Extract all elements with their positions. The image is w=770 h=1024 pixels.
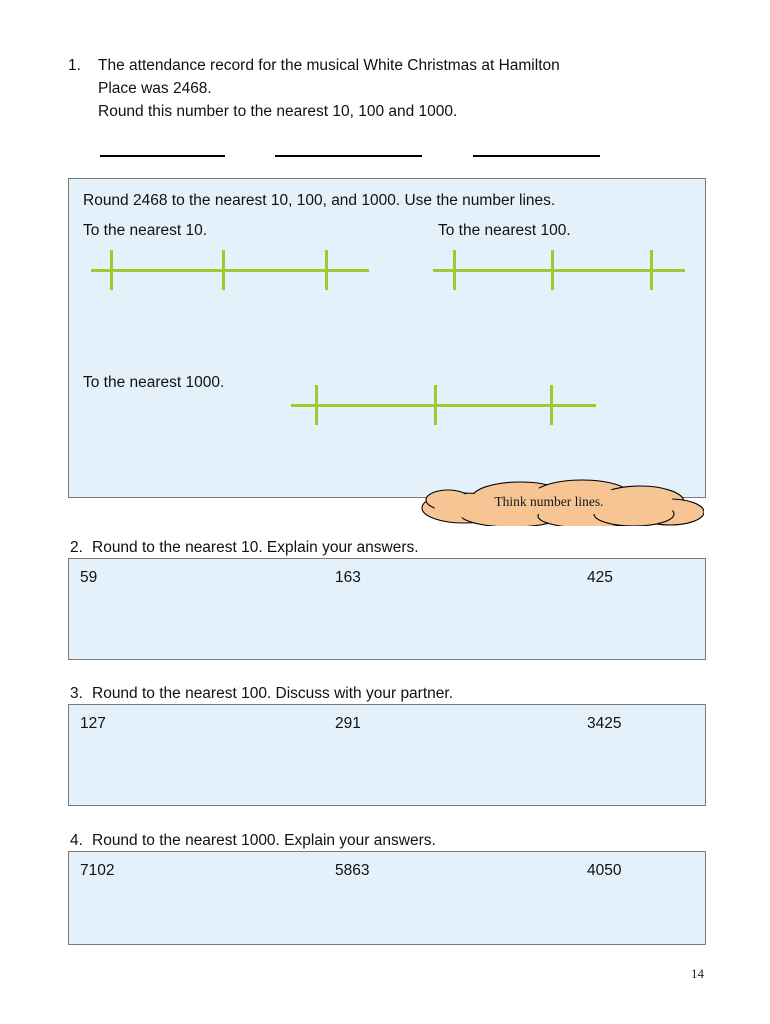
cloud-icon — [421, 479, 705, 529]
question-2-heading: 2. Round to the nearest 10. Explain your … — [70, 538, 419, 558]
number-line-tick — [315, 385, 319, 425]
number-line-axis — [291, 404, 596, 407]
question-4-prompt: Round to the nearest 1000. Explain your … — [92, 832, 436, 849]
thought-cloud: Think number lines. — [412, 478, 705, 529]
cloud-text: Think number lines. — [494, 494, 604, 509]
label-nearest-100: To the nearest 100. — [438, 222, 571, 239]
question-3-value-3: 3425 — [587, 715, 622, 732]
page-number: 14 — [691, 966, 704, 981]
question-1-line-2: Place was 2468. — [98, 80, 212, 97]
number-lines-panel: Round 2468 to the nearest 10, 100, and 1… — [68, 178, 706, 498]
number-line-axis — [433, 269, 685, 272]
question-2-prompt: Round to the nearest 10. Explain your an… — [92, 539, 419, 556]
question-1-line-1: The attendance record for the musical Wh… — [98, 57, 560, 74]
number-line-tick — [324, 250, 328, 290]
number-line-nearest-10[interactable] — [91, 250, 369, 290]
question-3-number: 3. — [70, 685, 83, 702]
answer-blank-nearest-10[interactable] — [100, 155, 225, 157]
question-3-heading: 3. Round to the nearest 100. Discuss with… — [70, 684, 453, 704]
number-line-tick — [221, 250, 225, 290]
panel-title: Round 2468 to the nearest 10, 100, and 1… — [83, 192, 556, 209]
number-line-tick — [550, 385, 554, 425]
question-3-value-1: 127 — [80, 715, 106, 732]
question-3-workspace[interactable]: 127 291 3425 — [68, 704, 706, 806]
number-line-tick — [649, 250, 653, 290]
question-4-value-3: 4050 — [587, 862, 622, 879]
question-4-heading: 4. Round to the nearest 1000. Explain you… — [70, 831, 436, 851]
question-1-block: 1. The attendance record for the musical… — [68, 54, 688, 123]
answer-blanks-row — [0, 150, 770, 162]
number-line-tick — [551, 250, 555, 290]
number-line-tick — [434, 385, 438, 425]
label-nearest-1000: To the nearest 1000. — [83, 374, 225, 391]
question-1-number: 1. — [68, 57, 81, 74]
question-2-workspace[interactable]: 59 163 425 — [68, 558, 706, 660]
number-line-axis — [91, 269, 369, 272]
label-nearest-10: To the nearest 10. — [83, 222, 208, 239]
answer-blank-nearest-1000[interactable] — [473, 155, 600, 157]
question-3-prompt: Round to the nearest 100. Discuss with y… — [92, 685, 454, 702]
number-line-tick — [110, 250, 114, 290]
question-4-number: 4. — [70, 832, 83, 849]
question-2-value-3: 425 — [587, 569, 613, 586]
question-4-workspace[interactable]: 7102 5863 4050 — [68, 851, 706, 945]
question-1-line-3: Round this number to the nearest 10, 100… — [98, 103, 458, 120]
number-line-nearest-1000[interactable] — [291, 385, 596, 425]
question-3-value-2: 291 — [335, 715, 361, 732]
number-line-tick — [453, 250, 457, 290]
question-2-value-2: 163 — [335, 569, 361, 586]
question-2-number: 2. — [70, 539, 83, 556]
question-1-text: The attendance record for the musical Wh… — [98, 54, 678, 123]
question-4-value-2: 5863 — [335, 862, 370, 879]
question-2-value-1: 59 — [80, 569, 98, 586]
number-line-nearest-100[interactable] — [433, 250, 685, 290]
answer-blank-nearest-100[interactable] — [275, 155, 422, 157]
question-4-value-1: 7102 — [80, 862, 115, 879]
